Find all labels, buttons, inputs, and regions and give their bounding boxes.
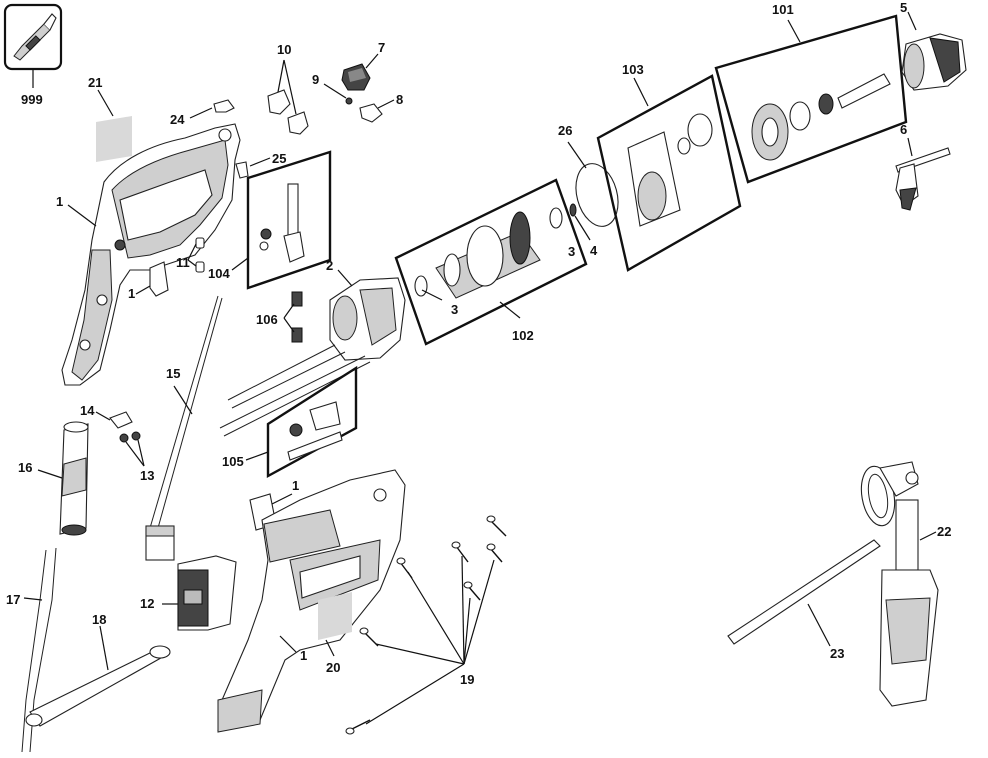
label-9: 9: [312, 72, 319, 87]
label-18: 18: [92, 612, 106, 627]
label-17: 17: [6, 592, 20, 607]
part-23-depth-rod[interactable]: [727, 539, 881, 647]
part-5-chuck[interactable]: [901, 11, 967, 91]
kit-101-spindle-box[interactable]: [714, 14, 908, 184]
label-1-upper: 1: [56, 194, 63, 209]
part-8-plate[interactable]: [359, 99, 395, 123]
part-14-clip[interactable]: [95, 411, 133, 429]
label-23: 23: [830, 646, 844, 661]
label-102: 102: [512, 328, 534, 343]
label-13: 13: [140, 468, 154, 483]
part-19-screws[interactable]: [345, 515, 507, 735]
part-6-chuck-key[interactable]: [895, 137, 951, 211]
part-1-housing-left[interactable]: [61, 123, 241, 386]
label-11: 11: [176, 255, 190, 270]
label-10: 10: [277, 42, 291, 57]
label-2: 2: [326, 258, 333, 273]
part-10-retainers[interactable]: [267, 59, 309, 135]
part-2-field[interactable]: [219, 269, 406, 437]
label-7: 7: [378, 40, 385, 55]
part-20-label[interactable]: [318, 592, 352, 657]
part-15-cord[interactable]: [145, 295, 223, 561]
label-106: 106: [256, 312, 278, 327]
kit-103-gearcase-box[interactable]: [596, 74, 742, 272]
label-14: 14: [80, 403, 95, 418]
part-11-pins[interactable]: [187, 237, 205, 273]
label-999: 999: [21, 92, 43, 107]
label-101: 101: [772, 2, 794, 17]
part-106-brushes[interactable]: [283, 291, 303, 343]
kit-104-box[interactable]: [231, 150, 332, 290]
part-1-housing-right[interactable]: [217, 469, 406, 733]
part-12-switch[interactable]: [162, 555, 237, 631]
label-105: 105: [222, 454, 244, 469]
part-4-washer[interactable]: [569, 203, 591, 241]
part-18-clamp[interactable]: [25, 625, 171, 727]
part-7-switch-button[interactable]: [341, 53, 379, 91]
label-8: 8: [396, 92, 403, 107]
label-1-lower-bracket: 1: [292, 478, 299, 493]
label-104: 104: [208, 266, 230, 281]
label-3-upper: 3: [568, 244, 575, 259]
label-26: 26: [558, 123, 572, 138]
part-9-screw[interactable]: [323, 83, 353, 105]
label-19: 19: [460, 672, 474, 687]
label-1-lower: 1: [300, 648, 307, 663]
label-4: 4: [590, 243, 598, 258]
kit-105-box[interactable]: [245, 365, 358, 479]
part-1-bracket-upper[interactable]: [135, 261, 169, 297]
part-25-pin[interactable]: [235, 157, 271, 179]
label-22: 22: [937, 524, 951, 539]
label-6: 6: [900, 122, 907, 137]
part-21-label[interactable]: [96, 89, 132, 162]
part-999-kit-icon[interactable]: [3, 3, 63, 88]
label-12: 12: [140, 596, 154, 611]
label-21: 21: [88, 75, 102, 90]
part-16-cord-protector[interactable]: [37, 421, 89, 536]
label-3-lower: 3: [451, 302, 458, 317]
part-13-screws[interactable]: [119, 431, 145, 467]
label-24: 24: [170, 112, 185, 127]
label-16: 16: [18, 460, 32, 475]
part-22-side-handle[interactable]: [857, 461, 939, 707]
kit-102-armature-box[interactable]: [394, 178, 588, 346]
label-25: 25: [272, 151, 286, 166]
label-103: 103: [622, 62, 644, 77]
label-15: 15: [166, 366, 180, 381]
label-20: 20: [326, 660, 340, 675]
label-5: 5: [900, 0, 907, 15]
part-24-clip[interactable]: [189, 99, 235, 119]
label-1-bracket: 1: [128, 286, 135, 301]
